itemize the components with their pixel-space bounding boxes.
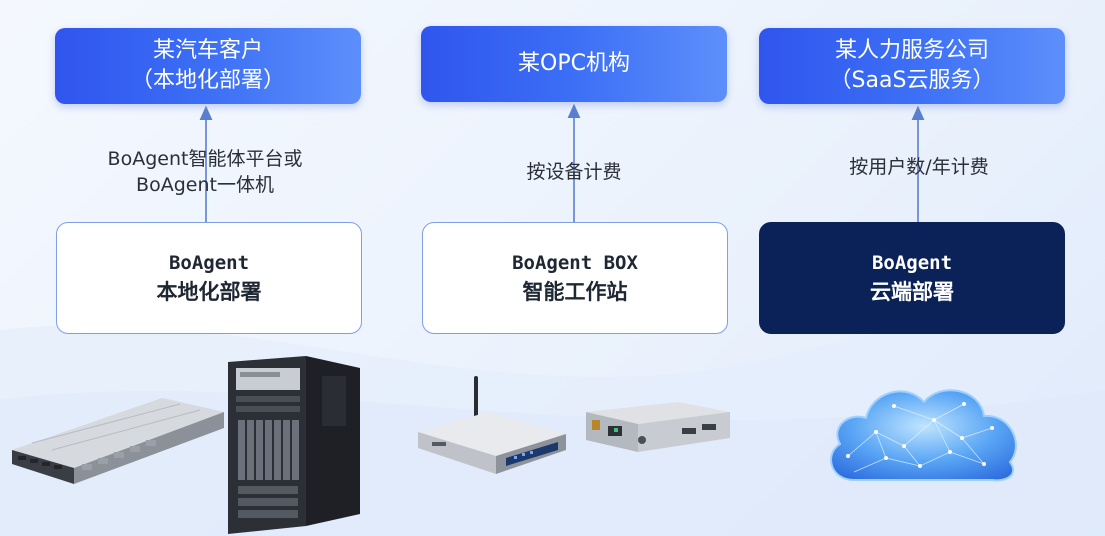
customer-box-automotive: 某汽车客户 （本地化部署） bbox=[55, 28, 361, 104]
customer-box-hr: 某人力服务公司 （SaaS云服务） bbox=[759, 28, 1065, 104]
edge-device-image bbox=[578, 402, 730, 460]
product-box-local: BoAgent 本地化部署 bbox=[56, 222, 362, 334]
billing-label-device: 按设备计费 bbox=[474, 159, 674, 185]
billing-label-platform: BoAgent智能体平台或 BoAgent一体机 bbox=[95, 146, 315, 198]
product-box-box: BoAgent BOX 智能工作站 bbox=[422, 222, 728, 334]
product-name: BoAgent bbox=[872, 249, 952, 277]
customer-name: 某汽车客户 bbox=[153, 36, 263, 66]
cloud-network-icon bbox=[824, 376, 1024, 486]
billing-label-user-year: 按用户数/年计费 bbox=[819, 154, 1019, 180]
customer-deployment: （本地化部署） bbox=[131, 66, 285, 96]
customer-deployment: （SaaS云服务） bbox=[830, 66, 995, 96]
product-mode: 云端部署 bbox=[870, 277, 954, 307]
mini-pc-box-image bbox=[418, 372, 566, 482]
product-mode: 智能工作站 bbox=[523, 277, 628, 307]
tower-server-image bbox=[228, 356, 360, 534]
product-box-cloud: BoAgent 云端部署 bbox=[759, 222, 1065, 334]
customer-name: 某OPC机构 bbox=[518, 49, 630, 79]
customer-box-opc: 某OPC机构 bbox=[421, 26, 727, 102]
product-name: BoAgent BOX bbox=[512, 249, 638, 277]
product-name: BoAgent bbox=[169, 249, 249, 277]
product-mode: 本地化部署 bbox=[157, 277, 262, 307]
rack-server-image bbox=[12, 398, 224, 488]
customer-name: 某人力服务公司 bbox=[835, 36, 989, 66]
